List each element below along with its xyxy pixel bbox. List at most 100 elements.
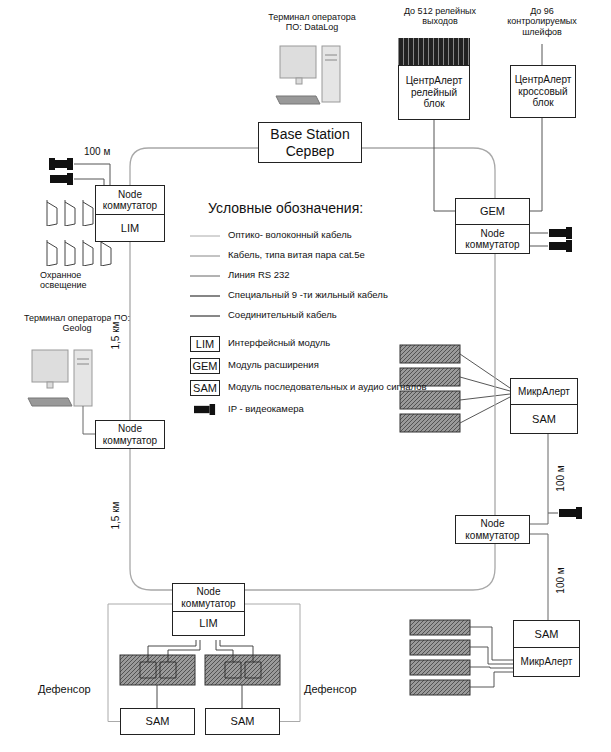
defensor-cables	[148, 640, 253, 708]
lamp-symbol	[47, 240, 57, 266]
lighting-caption: Охранное освещение	[40, 270, 110, 291]
distance-label: 1,5 км	[111, 319, 122, 351]
terminal-geolog	[28, 350, 95, 434]
lamp-symbol	[47, 200, 57, 226]
interface-module: LIM	[172, 611, 245, 636]
legend-text: Специальный 9 -ти жильный кабель	[228, 290, 388, 300]
node-switch: Node коммутатор	[172, 583, 245, 612]
node-switch: Node коммутатор	[455, 515, 530, 544]
legend-symbol: SAM	[190, 380, 220, 396]
cable-line	[530, 118, 542, 211]
cable-line	[245, 544, 495, 590]
legend-text: Кабель, типа витая пара cat.5e	[228, 250, 365, 260]
cable-line	[530, 534, 548, 620]
legend-text: Соединительный кабель	[228, 310, 337, 320]
interface-module: LIM	[95, 214, 165, 242]
node-text: LIM	[199, 617, 217, 630]
node-switch: Node коммутатор	[95, 185, 165, 215]
lamp-symbol	[83, 200, 93, 226]
node-text: SAM	[535, 628, 559, 641]
legend-line	[190, 276, 220, 277]
ip-camera	[50, 158, 73, 170]
server-box: Base Station Сервер	[258, 122, 362, 163]
node-text: МикрАлерт	[521, 656, 573, 668]
cable-line	[108, 604, 172, 722]
cable-line	[130, 449, 172, 590]
legend-line	[190, 316, 220, 317]
node-text: Node коммутатор	[99, 189, 161, 212]
legend-text: IP - видеокамера	[228, 404, 304, 414]
node-switch: Node коммутатор	[455, 224, 530, 254]
legend-sample	[188, 250, 222, 262]
legend-line	[190, 256, 220, 257]
loop-note: До 96 контролируемых шлейфов	[496, 6, 588, 37]
legend-symbol: GEM	[190, 358, 220, 374]
defensor-units	[120, 655, 280, 685]
legend-title: Условные обозначения:	[208, 200, 363, 216]
node-text: Node коммутатор	[176, 586, 241, 609]
node-text: LIM	[121, 222, 139, 235]
terminal-caption: Терминал оператора ПО: DataLog	[262, 12, 362, 33]
legend-sample	[188, 270, 222, 282]
sam-module: SAM	[510, 404, 578, 434]
camera-symbol	[194, 404, 215, 415]
loop-wire	[542, 44, 543, 65]
legend-text: Оптико- волоконный кабель	[228, 230, 352, 240]
distance-label: 100 м	[555, 565, 566, 595]
cable-line	[362, 148, 495, 198]
node-text: Node коммутатор	[459, 228, 526, 251]
relay-connector	[398, 38, 470, 65]
cable-line	[245, 604, 300, 722]
ip-camera	[549, 227, 572, 239]
lamp-symbol	[65, 240, 75, 266]
legend-sample	[188, 310, 222, 322]
microalert-box: МикрАлерт	[510, 378, 578, 405]
node-text: SAM	[146, 715, 170, 728]
node-text: SAM	[231, 715, 255, 728]
terminal-datalog	[276, 46, 340, 104]
legend-text: Линия RS 232	[228, 270, 290, 280]
node-text: SAM	[532, 413, 556, 426]
relay-note: До 512 релейных выходов	[400, 6, 480, 27]
node-text: ЦентрАлерт кроссовый блок	[514, 74, 572, 109]
legend-sample	[188, 290, 222, 302]
cable-line	[434, 120, 455, 211]
node-text: Node коммутатор	[459, 518, 526, 541]
cross-block: ЦентрАлерт кроссовый блок	[510, 65, 576, 118]
cable-line	[494, 254, 495, 515]
node-text: Base Station Сервер	[262, 126, 358, 158]
lamp-symbol	[65, 200, 75, 226]
legend-symbol: LIM	[190, 336, 220, 352]
microalert-box: МикрАлерт	[513, 647, 580, 677]
cable-line	[129, 242, 130, 420]
node-text: Node коммутатор	[99, 423, 161, 446]
legend-text: Модуль расширения	[228, 360, 319, 370]
legend-text: Интерфейсный модуль	[228, 338, 330, 348]
relay-block: ЦентрАлерт релейный блок	[398, 65, 470, 120]
cameras	[49, 158, 72, 170]
camera-wires	[74, 164, 558, 513]
node-text: ЦентрАлерт релейный блок	[402, 75, 466, 110]
cable-line	[130, 148, 258, 185]
legend-sample	[188, 230, 222, 242]
unit-caption: Дефенсор	[38, 683, 91, 696]
legend-text: Модуль последовательных и аудио сигналов	[228, 382, 426, 392]
distance-label: 100 м	[555, 463, 566, 493]
lamp-symbol	[83, 240, 93, 266]
legend-sample	[188, 404, 222, 416]
ip-camera	[559, 507, 582, 519]
distance-label: 100 м	[84, 146, 110, 158]
node-text: МикрАлерт	[518, 386, 570, 398]
sam-module: SAM	[205, 708, 280, 735]
sam-module: SAM	[120, 708, 195, 735]
ip-camera	[549, 240, 572, 252]
sam-module: SAM	[513, 620, 580, 648]
node-text: GEM	[480, 205, 505, 218]
distance-label: 1,5 км	[111, 499, 122, 531]
cable-line	[530, 434, 548, 524]
legend-line	[190, 295, 220, 296]
legend-line	[190, 236, 220, 237]
ip-camera	[50, 173, 73, 185]
node-switch: Node коммутатор	[95, 420, 165, 449]
